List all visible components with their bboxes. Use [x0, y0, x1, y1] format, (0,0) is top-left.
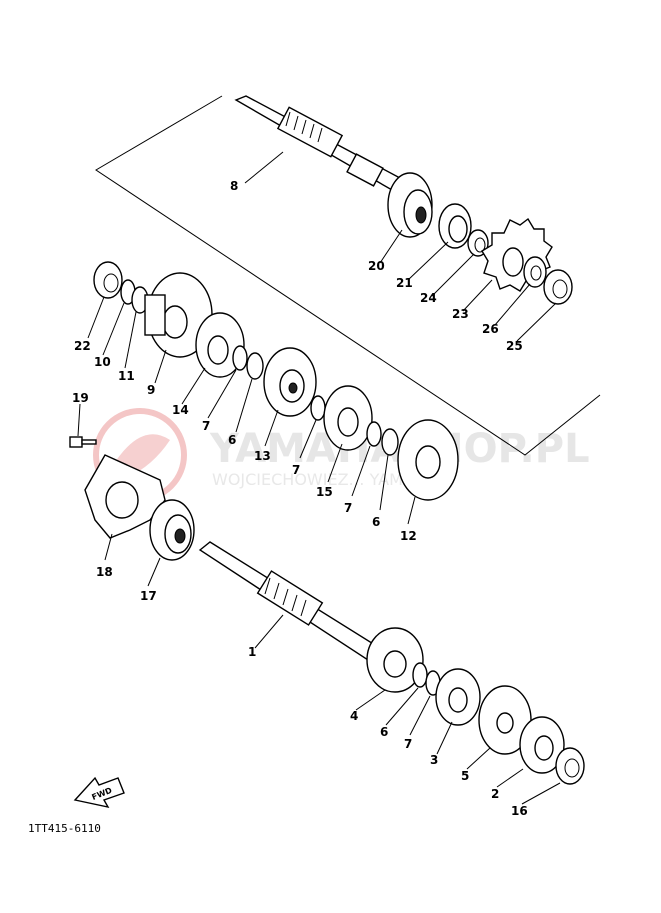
seal-21: [438, 203, 472, 249]
callout-20: 20: [368, 259, 385, 273]
gear-13: [263, 347, 317, 417]
callout-6c: 6: [380, 725, 388, 739]
leader-lines: [77, 151, 561, 805]
callout-10: 10: [94, 355, 111, 369]
callout-14: 14: [172, 403, 189, 417]
lock-washer-26: [523, 256, 547, 288]
callout-15: 15: [316, 485, 333, 499]
callout-6b: 6: [372, 515, 380, 529]
bolt-19: [69, 436, 97, 448]
circlip-7c: [366, 421, 382, 447]
callout-11: 11: [118, 369, 135, 383]
plate-18: [84, 454, 166, 539]
callout-22: 22: [74, 339, 91, 353]
callout-2: 2: [491, 787, 499, 801]
callout-24: 24: [420, 291, 437, 305]
watermark-subtitle: WOJCIECHOWIEZ… YAMAHA: [212, 470, 437, 489]
group-frame: [95, 95, 601, 456]
gear-9: [144, 272, 213, 358]
bearing-16: [555, 747, 585, 785]
callout-7a: 7: [202, 419, 210, 433]
callout-7b: 7: [292, 463, 300, 477]
diagram-code: 1TT415-6110: [28, 822, 101, 835]
callout-26: 26: [482, 322, 499, 336]
callout-19: 19: [72, 391, 89, 405]
fwd-arrow-icon: FWD: [73, 776, 125, 809]
bearing-17: [149, 499, 195, 561]
circlip-7a: [232, 345, 248, 371]
washer-6a: [246, 352, 264, 380]
bearing-20: [387, 172, 433, 238]
callout-1: 1: [248, 645, 256, 659]
callout-5: 5: [461, 769, 469, 783]
washer-6c: [412, 662, 428, 688]
gear-12: [397, 419, 459, 501]
callout-7c: 7: [344, 501, 352, 515]
gear-5: [478, 685, 532, 755]
callout-7d: 7: [404, 737, 412, 751]
washer-6b: [381, 428, 399, 456]
nut-25: [543, 269, 573, 305]
main-axle-1: [198, 541, 376, 662]
shaft-8: [234, 95, 402, 191]
callout-6a: 6: [228, 433, 236, 447]
bearing-22: [93, 261, 123, 299]
callout-4: 4: [350, 709, 358, 723]
callout-3: 3: [430, 753, 438, 767]
callout-9: 9: [147, 383, 155, 397]
gear-14: [195, 312, 245, 378]
callout-25: 25: [506, 339, 523, 353]
callout-17: 17: [140, 589, 157, 603]
callout-13: 13: [254, 449, 271, 463]
gear-4: [366, 627, 424, 693]
gear-2: [519, 716, 565, 774]
callout-16: 16: [511, 804, 528, 818]
callout-21: 21: [396, 276, 413, 290]
collar-24: [467, 229, 489, 257]
callouts: 8 20 21 24 23 26 25 22 10 11 9 14 7 6 13…: [72, 179, 528, 818]
callout-8: 8: [230, 179, 238, 193]
gear-15: [323, 385, 373, 451]
callout-23: 23: [452, 307, 469, 321]
callout-18: 18: [96, 565, 113, 579]
circlip-7b: [310, 395, 326, 421]
gear-3: [435, 668, 481, 726]
callout-12: 12: [400, 529, 417, 543]
